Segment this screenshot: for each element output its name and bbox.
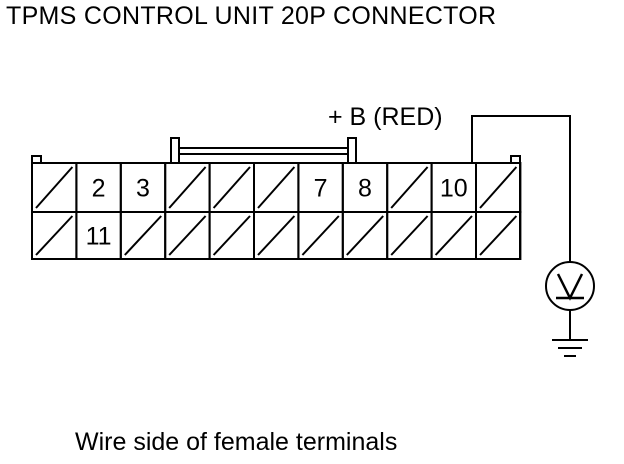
unused-terminal-mark [212,215,251,256]
voltmeter-symbol [545,261,595,311]
terminal-cell-lower-7 [297,211,344,260]
terminal-cell-lower-4 [164,211,211,260]
unused-terminal-mark [346,215,384,256]
connector-lock-bar [170,137,357,163]
terminal-cell-lower-3 [119,211,167,260]
unused-terminal-mark [124,215,162,256]
terminal-cell-lower-8 [341,211,389,260]
terminal-cell-lower-1 [31,211,78,260]
diagram-caption: Wire side of female terminals [75,428,398,456]
unused-terminal-mark [212,166,251,209]
connector-right-tab [510,155,521,163]
unused-terminal-mark [301,215,340,256]
terminal-cell-upper-6 [253,162,300,213]
unused-terminal-mark [35,166,74,209]
voltmeter-label: V [0,0,1,1]
ground-icon [552,310,588,357]
terminal-cell-upper-11 [475,162,522,213]
diagram-title: TPMS CONTROL UNIT 20P CONNECTOR [6,2,497,30]
terminal-cell-upper-5 [208,162,256,213]
terminal-number: 7 [314,175,328,203]
unused-terminal-mark [257,215,296,256]
unused-terminal-mark [168,215,207,256]
terminal-number: 10 [440,175,468,203]
probe-label: + B (RED) [328,103,443,131]
terminal-cell-upper-1 [31,162,78,213]
terminal-cell-upper-7: 7 [297,162,344,213]
unused-terminal-mark [257,166,296,209]
terminal-cell-lower-11 [475,211,522,260]
terminal-cell-lower-2: 11 [75,211,122,260]
terminal-cell-lower-5 [208,211,256,260]
terminal-number: 2 [92,175,106,203]
terminal-number: 3 [136,175,150,203]
unused-terminal-mark [390,215,429,256]
terminal-cell-upper-2: 2 [75,162,122,213]
terminal-number: 11 [86,223,112,251]
terminal-cell-upper-4 [164,162,211,213]
unused-terminal-mark [479,215,518,256]
terminal-cell-upper-8: 8 [341,162,389,213]
lower-terminal-row: 11 [31,211,522,260]
unused-terminal-mark [390,166,429,209]
connector-left-tab [31,155,42,163]
terminal-cell-lower-6 [253,211,300,260]
upper-terminal-row: 2 3 7 8 10 [31,162,522,213]
probe-wire [471,115,571,262]
terminal-number: 8 [358,175,372,203]
terminal-cell-lower-9 [386,211,433,260]
unused-terminal-mark [35,215,74,256]
unused-terminal-mark [479,166,518,209]
unused-terminal-mark [434,215,473,256]
terminal-cell-upper-10: 10 [430,162,478,213]
voltmeter-v-mark [556,273,584,301]
terminal-cell-upper-9 [386,162,433,213]
terminal-cell-lower-10 [430,211,478,260]
unused-terminal-mark [168,166,207,209]
terminal-cell-upper-3: 3 [119,162,167,213]
